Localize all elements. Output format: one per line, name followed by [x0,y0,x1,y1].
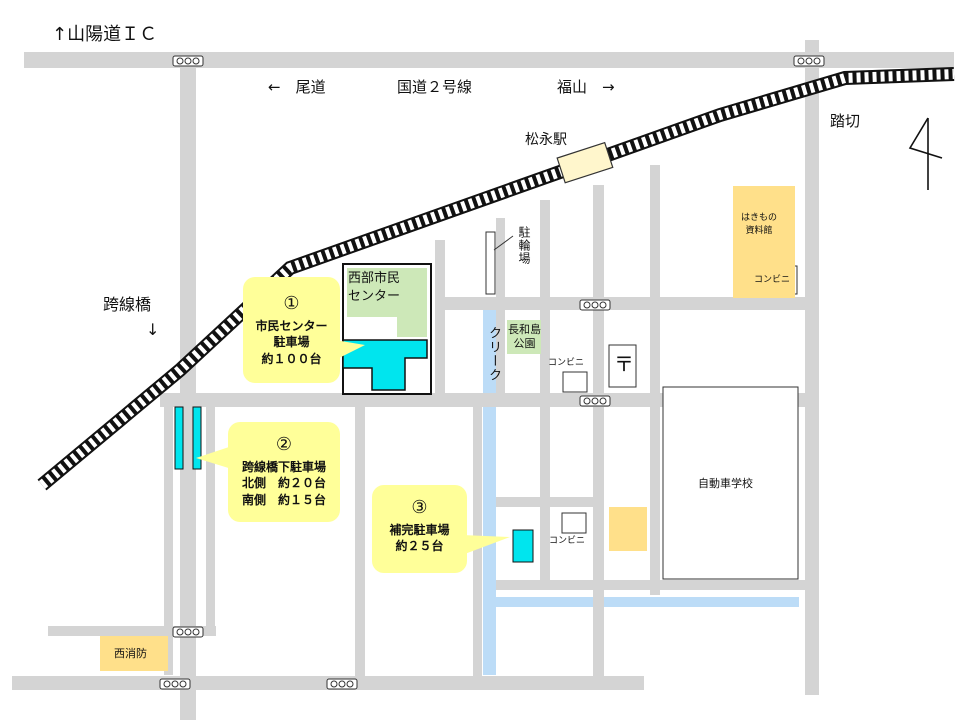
label-fukuyama: 福山 → [557,78,615,96]
driving-school-area [662,386,799,580]
label-fire-station: 西消防 [114,647,147,660]
traffic-signals [159,55,825,690]
parking-3-area [512,529,534,563]
station-building [556,141,614,184]
parking-1-number: ① [283,293,300,314]
label-route-2: 国道２号線 [397,78,473,96]
convenience-store-2-box [561,512,587,534]
bicycle-parking-leader [493,235,514,251]
label-convenience-store-3: コンビニ [754,275,791,285]
parking-2-name: 跨線橋下駐車場 [241,460,326,475]
signal-2 [793,55,825,67]
parking-2-south: 南側 約１５台 [241,492,326,507]
parking-1-name: 市民センター 駐車場 [255,319,328,350]
label-park: 長和島 公園 [508,323,541,351]
label-community-center: 西部市民 センター [348,271,401,305]
parking-3-number: ③ [411,497,428,518]
post-office-box [608,344,637,388]
label-sanyo-ic: ↑山陽道ＩＣ [52,24,158,45]
north-arrow-icon [908,117,943,190]
convenience-store-1-box [562,371,588,393]
label-overpass: 跨線橋 [103,295,152,314]
label-overpass-arrow: ↓ [146,320,160,339]
creek-channel [496,597,799,607]
parking-2-south [192,406,202,470]
road-main-east [805,40,819,695]
road-v4 [540,200,550,590]
label-driving-school: 自動車学校 [698,477,753,490]
parking-3-capacity: 約２５台 [395,539,444,554]
callout-parking-2: ② 跨線橋下駐車場 北側 約２０台 南側 約１５台 [228,433,340,508]
parking-2-number: ② [275,434,293,455]
parking-1-capacity: 約１００台 [261,351,322,366]
label-convenience-store-1: コンビニ [548,358,585,368]
road-v3 [496,218,505,398]
label-crossing: 踏切 [830,112,861,130]
post-office-icon: 〒 [614,352,634,376]
museum-area [733,186,795,298]
road-v5 [593,185,604,690]
label-bicycle-parking: 駐輪場 [517,226,531,265]
road-fire-station [48,626,216,636]
callout-3-shape [372,485,510,573]
signal-3 [579,299,611,311]
road-upper-horizontal [435,297,810,310]
road-h-small [496,497,596,507]
road-v2 [435,240,445,400]
parking-2-north [174,406,184,470]
parking-1-area [342,339,428,391]
fire-station-area [100,636,168,671]
label-creek: クリーク [486,326,501,382]
roads [12,40,954,720]
parking-3-name: 補完駐車場 [389,523,450,538]
route-2-road [24,52,954,68]
callout-2-shape [196,422,340,522]
road-v1 [355,407,365,687]
label-station: 松永駅 [525,132,567,148]
community-center-green [347,268,427,337]
callout-1-shape [243,277,365,383]
signal-5 [172,626,204,638]
road-overpass-east [206,395,215,635]
signal-7 [326,678,358,690]
signal-6 [159,678,191,690]
signal-4 [579,395,611,407]
park-area [507,320,541,354]
callout-parking-3: ③ 補完駐車場 約２５台 [372,496,467,555]
signal-1 [172,55,204,67]
label-museum: はきもの 資料館 [741,213,778,236]
parking-2-north: 北側 約２０台 [241,476,326,491]
railway-ties [38,69,955,489]
road-mid-horizontal [160,393,810,407]
road-h-bottom [496,580,806,590]
road-overpass-west [164,395,173,675]
callout-parking-1: ① 市民センター 駐車場 約１００台 [243,292,340,367]
bicycle-parking-area [485,231,496,295]
label-onomichi: ← 尾道 [268,78,326,96]
road-v6 [650,165,660,595]
label-convenience-store-2: コンビニ [549,536,586,546]
facility-yellow-box [609,507,647,551]
